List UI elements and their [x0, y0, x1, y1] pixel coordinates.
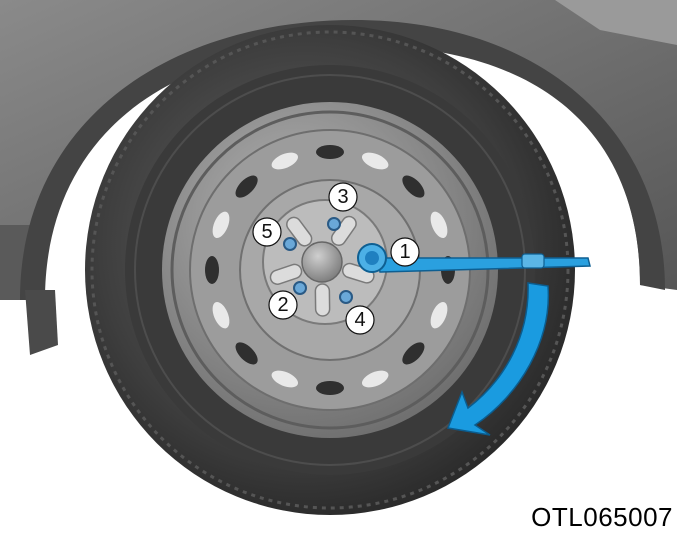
rim-vent-holes — [205, 145, 455, 395]
rim-vent-hole — [271, 152, 299, 170]
callout-2: 2 — [268, 290, 298, 320]
rim-vent-hole — [235, 342, 258, 365]
mud-flap — [25, 290, 58, 355]
rim-vent-hole — [235, 175, 258, 198]
callout-5: 5 — [252, 217, 282, 247]
lug-nut-2 — [293, 281, 307, 295]
callout-3-label: 3 — [337, 186, 348, 208]
hub-spoke — [269, 263, 303, 285]
rim-vent-hole — [316, 145, 344, 159]
callout-3: 3 — [328, 182, 358, 212]
car-body — [0, 0, 677, 355]
counterclockwise-arrow-icon — [446, 282, 550, 436]
rim-vent-hole — [430, 301, 448, 329]
hub-spoke — [314, 283, 331, 317]
figure-code: OTL065007 — [531, 502, 673, 532]
rim-vent-hole — [271, 370, 299, 388]
callout-4-label: 4 — [354, 309, 365, 331]
rim-vent-hole — [430, 211, 448, 239]
rim-vent-hole — [316, 381, 344, 395]
wheel-hub — [269, 215, 375, 317]
lug-nut-4 — [339, 290, 353, 304]
lug-wrench — [357, 243, 591, 273]
lug-nut-5 — [283, 237, 297, 251]
rim-vent-hole — [212, 211, 230, 239]
callout-1-label: 1 — [399, 241, 410, 263]
hub-cap — [301, 241, 343, 283]
rim-vent-hole — [205, 256, 219, 284]
lug-nut-3 — [327, 217, 341, 231]
rim-vent-hole — [212, 301, 230, 329]
callout-1: 1 — [390, 237, 420, 267]
rim-vent-hole — [402, 175, 425, 198]
callout-5-label: 5 — [261, 221, 272, 243]
rim-vent-hole — [361, 370, 389, 388]
rim-vent-hole — [402, 342, 425, 365]
callout-4: 4 — [345, 305, 375, 335]
hub-spoke — [286, 216, 313, 247]
rim-vent-hole — [361, 152, 389, 170]
callout-2-label: 2 — [277, 294, 288, 316]
